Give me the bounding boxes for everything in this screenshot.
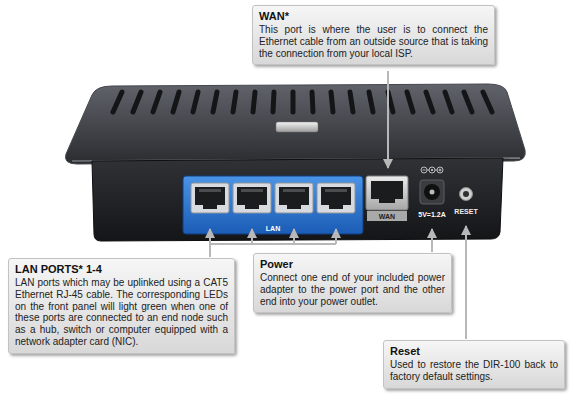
port-label: WAN [379,213,395,220]
lan-leader-tick [251,229,253,244]
lan-leader-tick [293,229,295,244]
lan-port [275,183,313,213]
port-label: 5V=1.2A [418,211,445,218]
leader-lines [210,71,466,339]
lan-port [191,183,229,213]
power-leader [431,229,433,252]
callout-text: LAN ports which may be uplinked using a … [15,277,228,348]
port-label: LAN [266,225,280,232]
callout-heading: WAN* [259,10,488,23]
callout-box: ResetUsed to restore the DIR-100 back to… [383,340,565,389]
power-jack-pin [430,190,435,195]
wan-port-housing [366,176,408,210]
reset-leader [465,226,467,339]
reset-button [460,188,473,201]
callout-box: PowerConnect one end of your included po… [253,253,452,313]
power-jack [420,180,444,204]
vent-slots [113,92,492,112]
lan-bracket [210,243,336,245]
callout-text: Connect one end of your included power a… [260,272,445,307]
lan-panel [183,176,363,234]
port-label: RESET [454,208,477,215]
callout-box: WAN*This port is where the user is to co… [252,5,495,65]
lan-leader-tick [209,229,211,244]
lan-port [233,183,271,213]
reset-hole [463,191,469,197]
router-back-face [92,158,503,241]
power-jack-hole [424,184,440,200]
callout-heading: Reset [390,345,558,358]
callout-heading: Power [260,258,445,271]
lan-leader [209,244,211,257]
callout-text: This port is where the user is to connec… [259,24,488,59]
wan-leader [387,71,389,168]
polarity-symbol [421,167,443,173]
callout-box: LAN PORTS* 1-4LAN ports which may be upl… [8,258,235,354]
lan-leader-tick [335,229,337,244]
logo-badge [276,122,318,132]
wan-port-opening [371,181,403,203]
lan-port [317,183,355,213]
callout-heading: LAN PORTS* 1-4 [15,263,228,276]
wan-label-plate [367,211,407,221]
callout-text: Used to restore the DIR-100 back to fact… [390,359,558,383]
router-top [65,84,525,164]
